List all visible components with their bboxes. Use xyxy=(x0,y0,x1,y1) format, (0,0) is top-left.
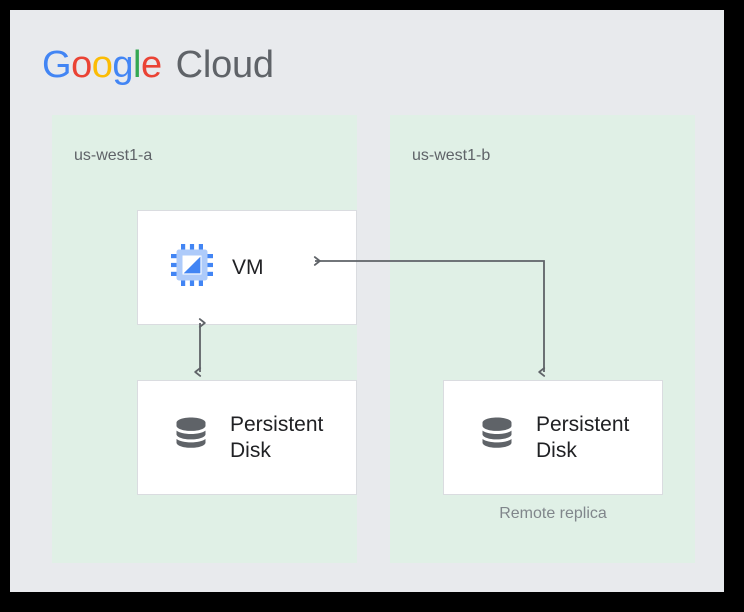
resource-label-persistent-disk-a: Persistent Disk xyxy=(230,412,324,462)
zone-label-us-west1-b: us-west1-b xyxy=(412,147,491,164)
logo-letter-e: e xyxy=(140,44,162,86)
zone-panel-us-west1-a: us-west1-a xyxy=(52,115,357,563)
google-cloud-logo: Google Cloud xyxy=(42,44,274,87)
resource-card-persistent-disk-a[interactable]: Persistent Disk xyxy=(137,380,357,495)
cloud-wordmark: Cloud xyxy=(175,44,274,86)
database-disk-icon xyxy=(170,414,212,461)
logo-letter-o1: o xyxy=(71,44,92,86)
database-disk-icon xyxy=(476,414,518,461)
resource-card-vm[interactable]: VM xyxy=(137,210,357,325)
logo-letter-o2: o xyxy=(91,44,113,86)
zone-label-us-west1-a: us-west1-a xyxy=(74,147,153,164)
resource-label-persistent-disk-b: Persistent Disk xyxy=(536,412,630,462)
logo-letter-g1: G xyxy=(42,44,72,86)
cpu-chip-icon xyxy=(170,243,214,292)
resource-card-persistent-disk-b[interactable]: Persistent Disk xyxy=(443,380,663,495)
replica-caption: Remote replica xyxy=(499,505,607,522)
zone-panel-us-west1-b: us-west1-b Persistent Disk xyxy=(390,115,695,563)
resource-label-vm: VM xyxy=(232,255,264,279)
google-wordmark: Google xyxy=(42,44,162,87)
logo-letter-l: l xyxy=(132,44,141,86)
diagram-canvas: Google Cloud us-west1-a xyxy=(10,10,724,592)
logo-letter-g2: g xyxy=(112,44,133,86)
